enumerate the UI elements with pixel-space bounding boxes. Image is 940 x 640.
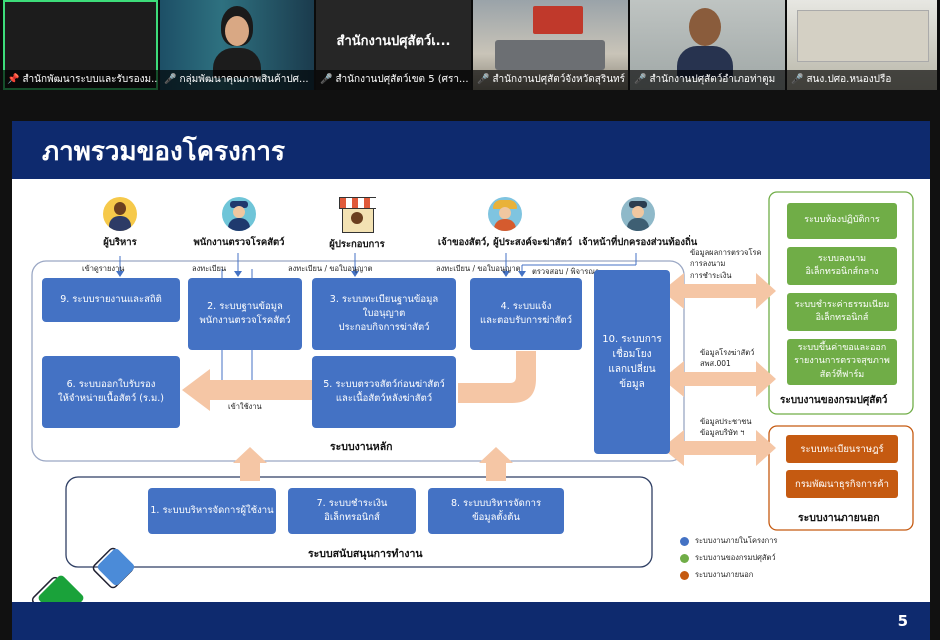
participant-video [533,6,583,34]
diagram-connectors [31,191,914,624]
participant-name: สำนักงานปศุสัตว์เ... [336,34,451,49]
legend-dot-orange [680,570,689,580]
flow-label-report-view: เข้าดูรายงาน [82,264,125,273]
exchange-label-2: ข้อมูลโรงฆ่าสัตว์ สพส.001 [700,348,755,369]
exchange-label-3: ข้อมูลประชาชน ข้อมูลบริษัท ฯ [700,417,752,438]
role-inspector: พนักงานตรวจโรคสัตว์ [182,197,296,250]
participant-caption: 🎤สำนักงานปศุสัตว์อำเภอท่าตูม [630,70,785,90]
participant-caption: 🎤สำนักงานปศุสัตว์จังหวัดสุรินทร์ [473,70,628,90]
dld-system-e-signature[interactable]: ระบบลงนาม อิเล็กทรอนิกส์กลาง [787,247,897,285]
dld-system-laboratory[interactable]: ระบบห้องปฏิบัติการ [787,203,897,239]
legend-dot-green [680,553,689,563]
slide-header: ภาพรวมของโครงการ [12,121,930,179]
role-local-officer: เจ้าหน้าที่ปกครองส่วนท้องถิ่น [568,197,708,250]
mic-muted-icon: 🎤 [477,74,490,85]
system-4-notification[interactable]: 4. ระบบแจ้ง และตอบรับการฆ่าสัตว์ [470,278,582,350]
dld-system-farm-health-report[interactable]: ระบบขึ้นค่าขอและออก รายงานการตรวจสุขภาพ … [787,339,897,385]
participant-caption: 🎤กลุ่มพัฒนาคุณภาพสินค้าปศ... [160,70,314,90]
external-systems-label: ระบบงานภายนอก [798,512,880,524]
system-3-permit-registry[interactable]: 3. ระบบทะเบียนฐานข้อมูล ใบอนุญาต ประกอบก… [312,278,456,350]
mic-muted-icon: 🎤 [320,74,333,85]
external-system-dbd[interactable]: กรมพัฒนาธุรกิจการค้า [786,470,898,498]
officer-icon [222,197,256,231]
flow-label-register-permit-1: ลงทะเบียน / ขอใบอนุญาต [288,264,373,273]
role-operator: ผู้ประกอบการ [302,195,412,252]
flow-label-review: ตรวจสอบ / พิจารณา [532,267,600,276]
mic-muted-icon: 🎤 [634,74,647,85]
participant-video [210,6,264,78]
support-systems-label: ระบบสนับสนุนการทำงาน [308,548,423,560]
shop-icon [338,195,376,233]
legend-external: ระบบงานภายนอก [680,569,753,581]
system-2-inspector-db[interactable]: 2. ระบบฐานข้อมูล พนักงานตรวจโรคสัตว์ [188,278,302,350]
mic-muted-icon: 🎤 [164,74,177,85]
dld-systems-label: ระบบงานของกรมปศุสัตว์ [780,395,888,406]
system-5-inspection[interactable]: 5. ระบบตรวจสัตว์ก่อนฆ่าสัตว์ และเนื้อสัต… [312,356,456,428]
legend-dld: ระบบงานของกรมปศุสัตว์ [680,552,776,564]
role-owner: เจ้าของสัตว์, ผู้ประสงค์จะฆ่าสัตว์ [420,197,590,250]
participant-caption: 🎤สำนักงานปศุสัตว์เขต 5 (ศรา... [316,70,471,90]
flow-label-register-permit-2: ลงทะเบียน / ขอใบอนุญาต [436,264,521,273]
role-executive: ผู้บริหาร [72,197,168,250]
system-6-certificate[interactable]: 6. ระบบออกใบรับรอง ให้จำหน่ายเนื้อสัตว์ … [42,356,180,428]
external-system-civil-registry[interactable]: ระบบทะเบียนราษฎร์ [786,435,898,463]
participant-tile-1[interactable]: 📌สำนักพัฒนาระบบและรับรองม... [3,0,158,90]
farmer-icon [488,197,522,231]
system-9-reports[interactable]: 9. ระบบรายงานและสถิติ [42,278,180,322]
participant-tile-3[interactable]: สำนักงานปศุสัตว์เ... 🎤สำนักงานปศุสัตว์เข… [316,0,471,90]
dld-system-e-fee-payment[interactable]: ระบบชำระค่าธรรมเนียม อิเล็กทรอนิกส์ [787,293,897,331]
slide-page-number: 5 [897,612,908,630]
executive-icon [103,197,137,231]
participant-tile-6[interactable]: 🎤สนง.ปศอ.หนองปรือ [787,0,937,90]
participant-strip: 📌สำนักพัฒนาระบบและรับรองม... 🎤กลุ่มพัฒนา… [0,0,940,90]
legend-dot-blue [680,536,689,546]
flow-label-use: เข้าใช้งาน [228,402,262,411]
participant-tile-2[interactable]: 🎤กลุ่มพัฒนาคุณภาพสินค้าปศ... [160,0,314,90]
system-7-payment[interactable]: 7. ระบบชำระเงิน อิเล็กทรอนิกส์ [288,488,416,534]
flow-label-register: ลงทะเบียน [192,264,227,273]
system-10-data-exchange[interactable]: 10. ระบบการ เชื่อมโยง แลกเปลี่ยน ข้อมูล [594,270,670,454]
participant-caption: 🎤สนง.ปศอ.หนองปรือ [787,70,937,90]
participant-video [675,8,735,78]
participant-tile-5[interactable]: 🎤สำนักงานปศุสัตว์อำเภอท่าตูม [630,0,785,90]
system-1-user-management[interactable]: 1. ระบบบริหารจัดการผู้ใช้งาน [148,488,276,534]
slide-title: ภาพรวมของโครงการ [42,137,285,167]
exchange-label-1: ข้อมูลผลการตรวจโรค การลงนาม การชำระเงิน [690,248,762,280]
shared-slide: ภาพรวมของโครงการ [12,121,930,640]
pin-icon: 📌 [7,74,20,85]
mic-muted-icon: 🎤 [791,74,804,85]
core-systems-label: ระบบงานหลัก [330,441,393,453]
local-officer-icon [621,197,655,231]
legend-internal: ระบบงานภายในโครงการ [680,535,777,547]
participant-caption: 📌สำนักพัฒนาระบบและรับรองม... [3,70,158,90]
slide-footer: 5 [12,602,930,640]
participant-tile-4[interactable]: 🎤สำนักงานปศุสัตว์จังหวัดสุรินทร์ [473,0,628,90]
system-8-master-data[interactable]: 8. ระบบบริหารจัดการ ข้อมูลตั้งต้น [428,488,564,534]
